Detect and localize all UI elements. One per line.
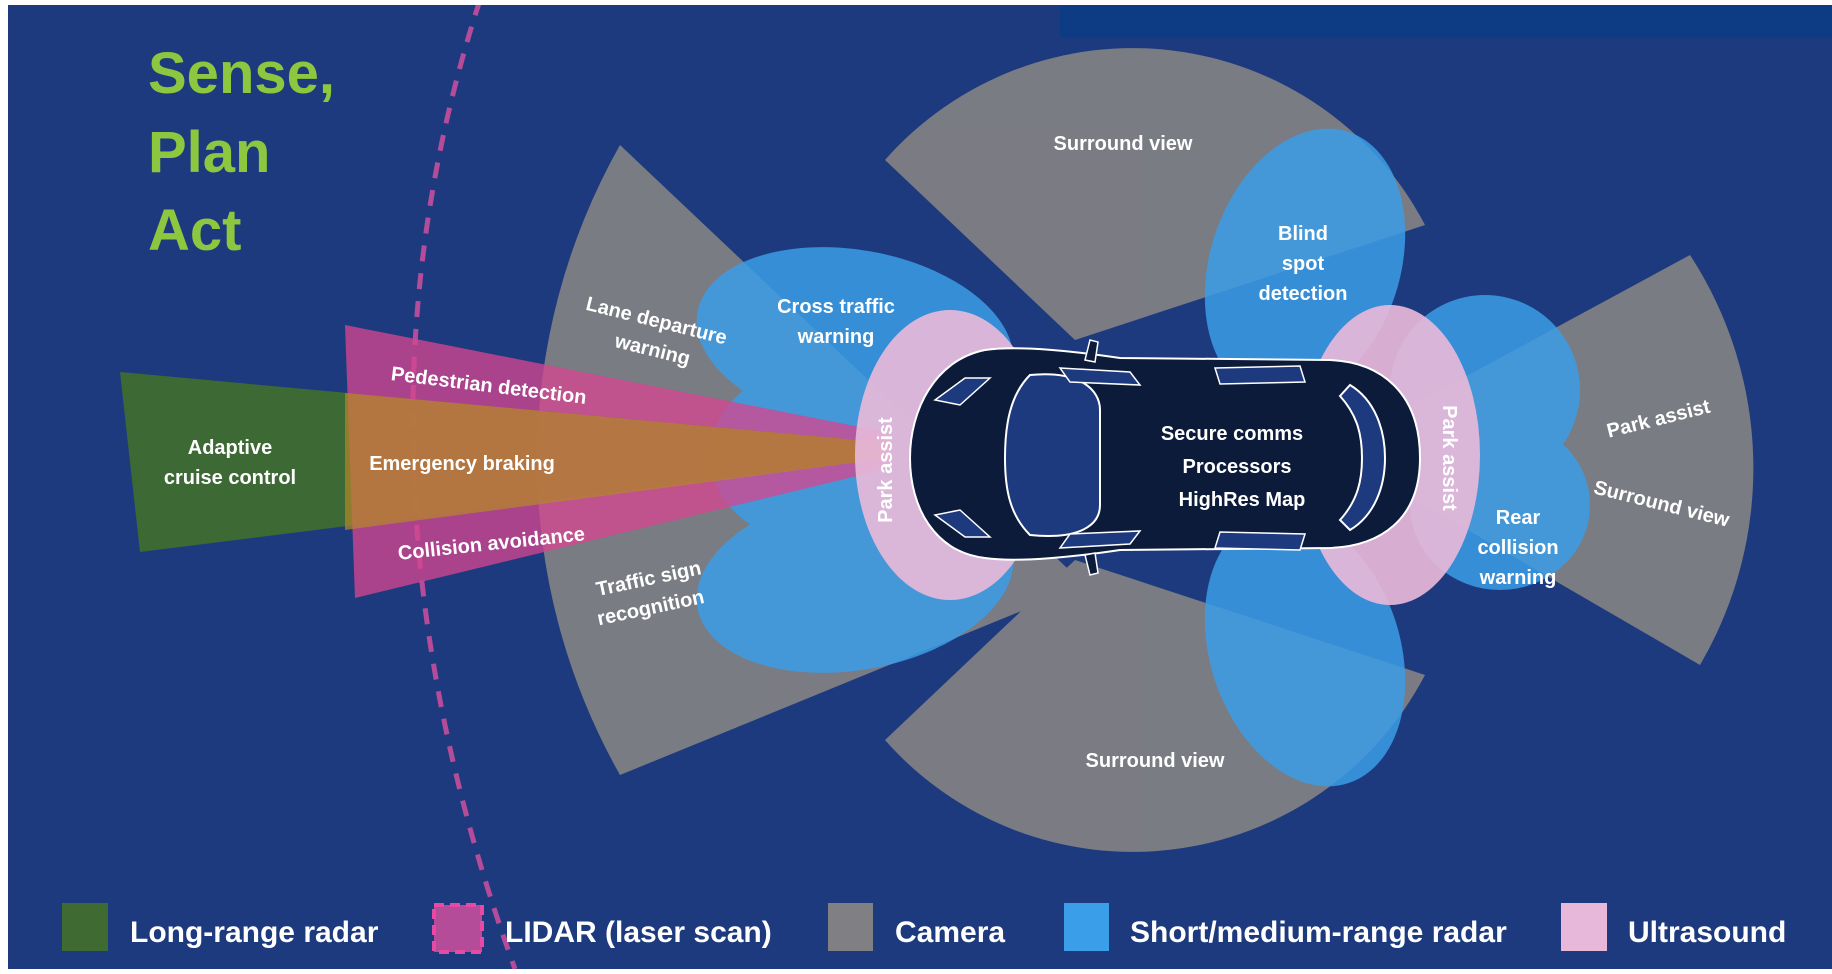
legend-label-lidar: LIDAR (laser scan) <box>505 916 772 949</box>
rear-collision-label-line-2: collision <box>1477 537 1558 559</box>
top-band <box>1060 5 1832 38</box>
emergency-braking-overlap <box>345 393 890 530</box>
rear-collision-label-line-1: Rear <box>1496 507 1541 529</box>
legend: Long-range radar LIDAR (laser scan) Came… <box>62 903 1786 954</box>
cross-traffic-label-line-1: Cross traffic <box>777 296 895 318</box>
short-medium-range-radar-swatch <box>1064 903 1109 951</box>
car-windshield <box>1003 373 1101 537</box>
car-top-view <box>908 339 1422 576</box>
car-mirror-top <box>1084 339 1099 363</box>
legend-label-long-range-radar: Long-range radar <box>130 916 379 949</box>
legend-label-camera: Camera <box>895 916 1005 949</box>
title-line-2: Plan <box>148 120 271 185</box>
car-highres-map-label: HighRes Map <box>1179 489 1306 511</box>
acc-label-line-1: Adaptive <box>188 437 272 459</box>
blind-spot-label-line-3: detection <box>1259 283 1348 305</box>
camera-swatch <box>828 903 873 951</box>
cross-traffic-label-line-2: warning <box>797 326 875 348</box>
emergency-braking-label: Emergency braking <box>369 453 555 475</box>
car-rear-window-bottom <box>1213 531 1307 551</box>
car-secure-comms-label: Secure comms <box>1161 423 1303 445</box>
acc-label-line-2: cruise control <box>164 467 296 489</box>
blind-spot-label-line-2: spot <box>1282 253 1325 275</box>
surround-view-top-label: Surround view <box>1054 133 1193 155</box>
car-front-panel-top <box>933 377 992 406</box>
rear-park-assist-label: Park assist <box>1438 405 1460 511</box>
rear-collision-label-line-3: warning <box>1479 567 1557 589</box>
title-line-1: Sense, <box>148 41 335 106</box>
car-door-window-top <box>1058 367 1142 386</box>
car-mirror-bottom <box>1084 552 1099 576</box>
car-rear-window <box>1338 383 1387 532</box>
ultrasound-swatch <box>1561 903 1607 951</box>
lidar-swatch <box>432 903 484 954</box>
front-park-assist-label: Park assist <box>875 417 897 523</box>
car-door-window-bottom <box>1058 530 1142 549</box>
legend-label-short-medium-range-radar: Short/medium-range radar <box>1130 916 1507 949</box>
surround-view-bottom-label: Surround view <box>1086 750 1225 772</box>
blind-spot-label-line-1: Blind <box>1278 223 1328 245</box>
car-rear-window-top <box>1213 365 1307 385</box>
long-range-radar-swatch <box>62 903 108 951</box>
title-line-3: Act <box>148 198 241 263</box>
legend-label-ultrasound: Ultrasound <box>1628 916 1786 949</box>
car-processors-label: Processors <box>1183 456 1292 478</box>
car-front-panel-bottom <box>933 509 992 538</box>
